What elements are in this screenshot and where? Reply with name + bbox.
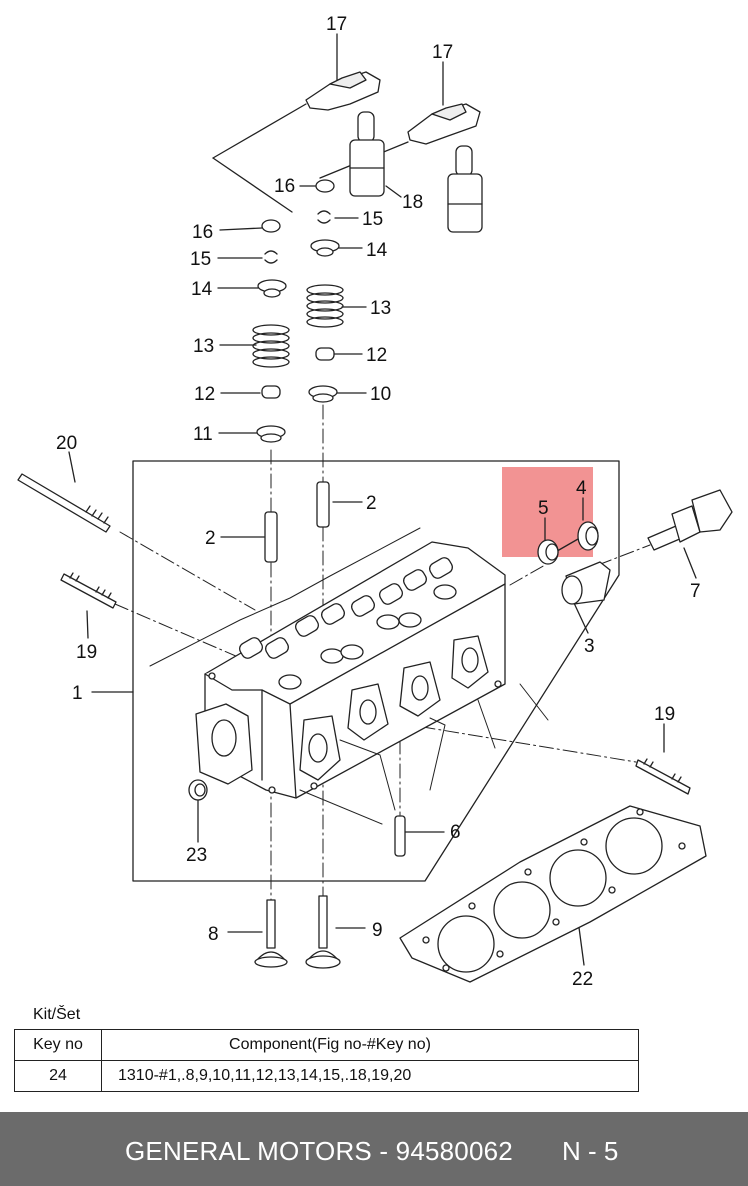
callout-16-b: 16 [192, 222, 213, 243]
valve-keeper-16-right [315, 179, 335, 193]
header-key-no: Key no [14, 1029, 102, 1061]
callout-labels: 17 17 16 18 16 15 14 15 14 13 13 12 12 1… [56, 14, 701, 990]
valve-stem-seal-12-right [315, 347, 335, 361]
cell-component: 1310-#1,.8,9,10,11,12,13,14,15,.18,19,20 [101, 1060, 639, 1092]
callout-22: 22 [572, 969, 593, 990]
valve-8 [254, 899, 288, 968]
callout-13-a: 13 [370, 298, 391, 319]
leader-lines [68, 33, 697, 966]
dowel-pin-6 [394, 815, 406, 857]
callout-18: 18 [402, 192, 423, 213]
split-collet-15-right [317, 210, 331, 224]
cylinder-head-1 [195, 541, 506, 799]
valve-guide-2-right [316, 481, 330, 528]
footer-title: GENERAL MOTORS - 94580062 [125, 1136, 513, 1166]
callout-13-b: 13 [193, 336, 214, 357]
head-bolt-20 [17, 473, 111, 533]
callout-17-a: 17 [326, 14, 347, 35]
valve-spring-13-left [252, 324, 290, 368]
spring-retainer-14-right [310, 239, 340, 257]
callout-14-b: 14 [191, 279, 213, 300]
rocker-arm-left [305, 71, 381, 111]
stud-19-right [635, 758, 691, 795]
hydraulic-lifter-right [447, 145, 483, 233]
callout-23: 23 [186, 845, 207, 866]
camshaft-seal-4 [577, 521, 599, 551]
rocker-arm-right [407, 103, 481, 145]
frame-guide-lines [149, 527, 549, 825]
cylinder-head-exploded-diagram: 17 17 16 18 16 15 14 15 14 13 13 12 12 1… [17, 14, 733, 990]
callout-14-a: 14 [366, 240, 388, 261]
callout-5: 5 [538, 498, 549, 519]
cell-key-no: 24 [14, 1060, 102, 1092]
thermostat-housing-3 [561, 561, 611, 605]
callout-20: 20 [56, 433, 77, 454]
spring-retainer-14-left [257, 279, 287, 298]
spring-seat-10 [308, 385, 338, 403]
kit-table: Key no Component(Fig no-#Key no) 24 1310… [14, 1029, 639, 1092]
stud-19-left [60, 572, 117, 609]
head-gasket-22 [399, 805, 707, 983]
valve-9 [305, 895, 341, 969]
callout-15-b: 15 [190, 249, 211, 270]
plug-5 [537, 539, 559, 565]
valve-spring-13-right [306, 284, 344, 328]
footer-bar [0, 1112, 748, 1186]
callout-6: 6 [450, 822, 461, 843]
callout-8: 8 [208, 924, 219, 945]
callout-12-a: 12 [366, 345, 387, 366]
temperature-sensor-7 [647, 489, 733, 551]
callout-19-b: 19 [654, 704, 675, 725]
hydraulic-lifter-left [349, 111, 385, 197]
callout-7: 7 [690, 581, 701, 602]
callout-3: 3 [584, 636, 595, 657]
callout-2-a: 2 [205, 528, 216, 549]
spring-seat-11 [256, 425, 286, 443]
header-component: Component(Fig no-#Key no) [101, 1029, 639, 1061]
callout-1: 1 [72, 683, 83, 704]
callout-19-a: 19 [76, 642, 97, 663]
callout-4: 4 [576, 478, 587, 499]
callout-12-b: 12 [194, 384, 215, 405]
footer-page-number: N - 5 [562, 1136, 619, 1166]
kit-table-header-row: Key no Component(Fig no-#Key no) [14, 1029, 639, 1061]
split-collet-15-left [264, 250, 278, 264]
assembly-frame [132, 460, 620, 882]
valve-stem-seal-12-left [261, 385, 281, 399]
callout-17-b: 17 [432, 42, 453, 63]
callout-15-a: 15 [362, 209, 383, 230]
valve-keeper-16-left [261, 219, 281, 233]
kit-label: Kit/Šet [33, 1006, 81, 1023]
table-row: 24 1310-#1,.8,9,10,11,12,13,14,15,.18,19… [14, 1060, 639, 1092]
callout-16-a: 16 [274, 176, 295, 197]
callout-11: 11 [193, 424, 213, 445]
valve-guide-2-left [264, 511, 278, 563]
plug-23 [188, 779, 208, 801]
callout-2-b: 2 [366, 493, 377, 514]
callout-10: 10 [370, 384, 391, 405]
callout-9: 9 [372, 920, 383, 941]
